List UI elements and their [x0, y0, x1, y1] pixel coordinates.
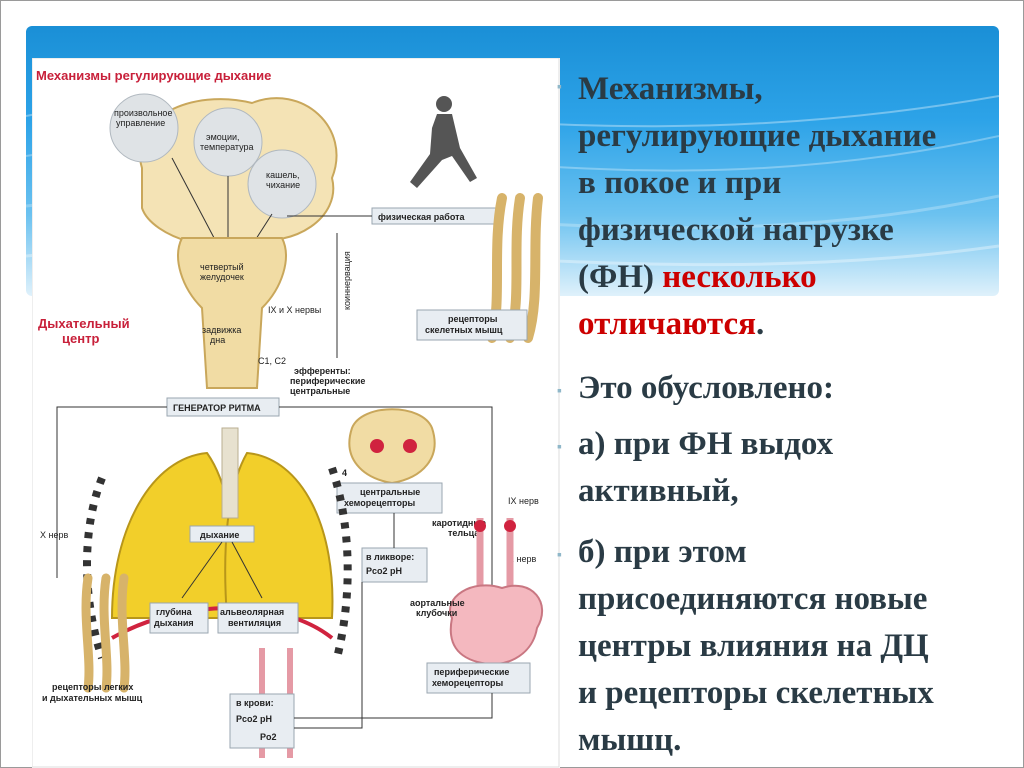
trachea	[221, 427, 239, 519]
carotid-body-right	[504, 520, 516, 532]
box-muscle-receptors	[416, 309, 528, 341]
chemo-dot-right	[403, 439, 417, 453]
lung-receptor-fibres	[81, 573, 130, 693]
label-x-nerve2: Х нерв	[508, 554, 536, 564]
paragraph-cause: Это обусловлено:	[578, 370, 835, 406]
label-po2: Po2	[260, 732, 277, 742]
label-rhythm-generator: ГЕНЕРАТОР РИТМА	[173, 403, 261, 413]
arrow-depth	[181, 541, 223, 599]
text-highlight: несколько отличаются	[578, 259, 817, 342]
label-nerves-ix-x: IX и X нервы	[268, 305, 321, 315]
diagram-figure: Механизмы регулирующие дыхание произволь…	[32, 58, 560, 768]
box-blood	[229, 693, 295, 749]
arrow-blood-csf	[294, 582, 363, 729]
bullet-marker: ▪	[557, 382, 562, 398]
bullet-marker: ▪	[557, 78, 562, 94]
label-csf: в ликворе:	[366, 552, 414, 562]
label-physical-work: физическая работа	[378, 212, 466, 222]
arrow-loop-left	[56, 406, 167, 578]
text-main: Механизмы, регулирующие дыхание в покое …	[578, 71, 937, 295]
label-csf-values: Pco2 pH	[366, 566, 402, 576]
arrow-loop-right	[279, 406, 493, 668]
slide-text: ▪ Механизмы, регулирующие дыхание в поко…	[557, 60, 1010, 760]
rib-wall-right	[328, 466, 352, 659]
aorta-heart	[449, 584, 543, 666]
box-depth	[149, 602, 209, 634]
bubble-voluntary	[109, 93, 179, 163]
label-c1c2: С1, С2	[258, 356, 286, 366]
chemo-brain-shape	[348, 408, 436, 485]
bullet-marker: ▪	[557, 546, 562, 562]
rib-wall-left	[83, 476, 106, 660]
label-blood-values: Pco2 pH	[236, 714, 272, 724]
label-breathing: дыхание	[200, 530, 239, 540]
bubble-cough	[247, 149, 317, 219]
brainstem-shape	[177, 237, 287, 389]
text-period: .	[756, 306, 765, 342]
carotid-body-left	[474, 520, 486, 532]
arrow-blood-peripheral	[294, 693, 493, 719]
label-x-nerve: Х нерв	[40, 530, 68, 540]
label-ix-nerve: IX нерв	[508, 496, 539, 506]
paragraph-point-a: а) при ФН выдох активный,	[578, 426, 834, 509]
respiration-diagram: Механизмы регулирующие дыхание произволь…	[32, 58, 560, 768]
paragraph-main: Механизмы, регулирующие дыхание в покое …	[578, 66, 1018, 348]
arrow-alv-vent	[231, 541, 263, 599]
label-blood: в крови:	[236, 698, 274, 708]
paragraph-point-b: б) при этом присоединяются новые центры …	[578, 534, 934, 758]
box-alv-vent	[217, 602, 299, 634]
label-number4: 4	[342, 468, 347, 478]
diagram-title: Механизмы регулирующие дыхание	[36, 68, 271, 83]
box-peripheral-chemo	[426, 662, 531, 694]
chemo-dot-left	[370, 439, 384, 453]
label-cough: кашель,чихание	[266, 170, 300, 190]
runner-figure	[410, 96, 477, 188]
label-coinnervation: коиннервация	[342, 251, 352, 310]
bullet-marker: ▪	[557, 438, 562, 454]
label-emotions: эмоции,температура	[200, 132, 254, 152]
